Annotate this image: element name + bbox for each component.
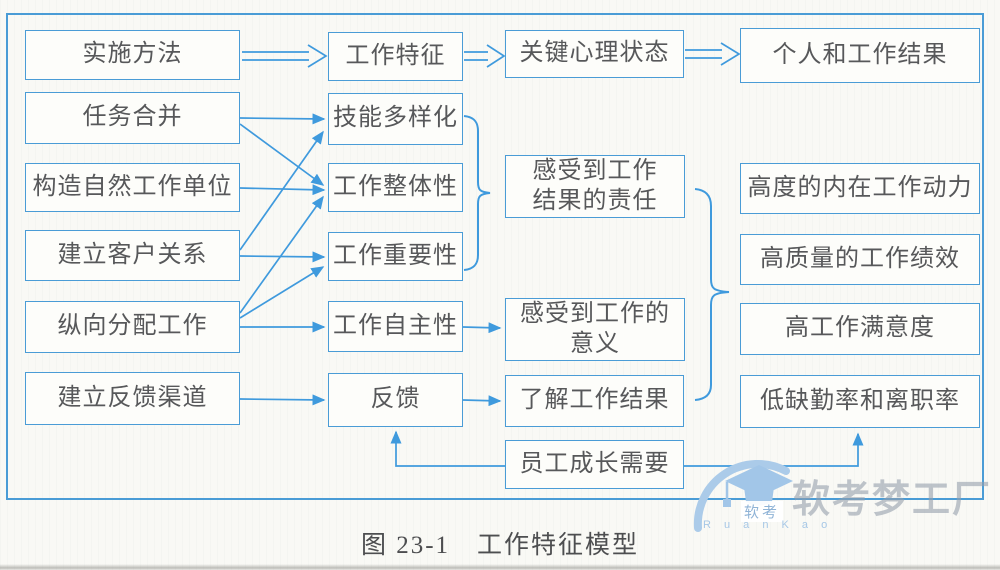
arrow-growth-needs-to-feedback [390, 430, 505, 467]
arrow-autonomy-to-meaningfulness [462, 322, 502, 334]
box-job-satisfaction: 高工作满意度 [740, 303, 980, 355]
arrow-vertical-loading-to-task-significance [239, 266, 325, 319]
figure-caption: 图 23-1 工作特征模型 [360, 532, 640, 559]
box-employee-growth-needs: 员工成长需要 [505, 440, 684, 489]
box-feedback: 反馈 [328, 373, 463, 427]
box-felt-meaningfulness: 感受到工作的 意义 [505, 298, 685, 361]
arrow-growth-needs-to-low-absenteeism [684, 432, 864, 467]
box-personal-work-outcomes: 个人和工作结果 [740, 28, 980, 83]
double-arrow-implementation-to-job-characteristics [242, 44, 328, 68]
arrow-client-relationships-to-task-significance [239, 251, 326, 263]
box-internal-motivation: 高度的内在工作动力 [740, 163, 980, 214]
brace-characteristics-to-responsibility [463, 115, 491, 271]
arrow-feedback-to-knowledge-of-results [462, 395, 502, 407]
diagram-outer-border [6, 13, 984, 500]
box-task-identity: 工作整体性 [328, 163, 463, 212]
box-client-relationships: 建立客户关系 [25, 230, 240, 281]
double-arrow-job-characteristics-to-psych-states [464, 44, 506, 68]
box-vertical-loading: 纵向分配工作 [25, 301, 240, 353]
box-feedback-channels: 建立反馈渠道 [25, 372, 240, 425]
brace-psych-states-to-outcomes [694, 188, 730, 401]
box-task-combination: 任务合并 [25, 92, 240, 144]
box-task-significance: 工作重要性 [328, 232, 463, 281]
box-job-characteristics: 工作特征 [328, 32, 463, 81]
double-arrow-psych-states-to-outcomes [685, 42, 741, 66]
box-knowledge-of-results: 了解工作结果 [505, 375, 684, 427]
box-implementation-methods: 实施方法 [25, 30, 240, 80]
arrow-task-combination-to-task-identity [239, 123, 325, 186]
box-low-absenteeism-turnover: 低缺勤率和离职率 [740, 375, 980, 428]
box-skill-variety: 技能多样化 [328, 93, 463, 145]
box-critical-psychological-states: 关键心理状态 [505, 30, 684, 78]
arrow-client-relationships-to-skill-variety [239, 130, 324, 251]
box-work-performance: 高质量的工作绩效 [740, 234, 980, 285]
box-autonomy: 工作自主性 [328, 301, 463, 352]
arrow-vertical-loading-to-task-identity [239, 195, 324, 314]
arrow-task-combination-to-skill-variety [239, 113, 326, 125]
arrow-feedback-channels-to-feedback [239, 394, 326, 406]
page-bottom-edge [0, 564, 1000, 570]
box-natural-work-units: 构造自然工作单位 [25, 163, 240, 212]
box-felt-responsibility: 感受到工作 结果的责任 [505, 155, 685, 218]
